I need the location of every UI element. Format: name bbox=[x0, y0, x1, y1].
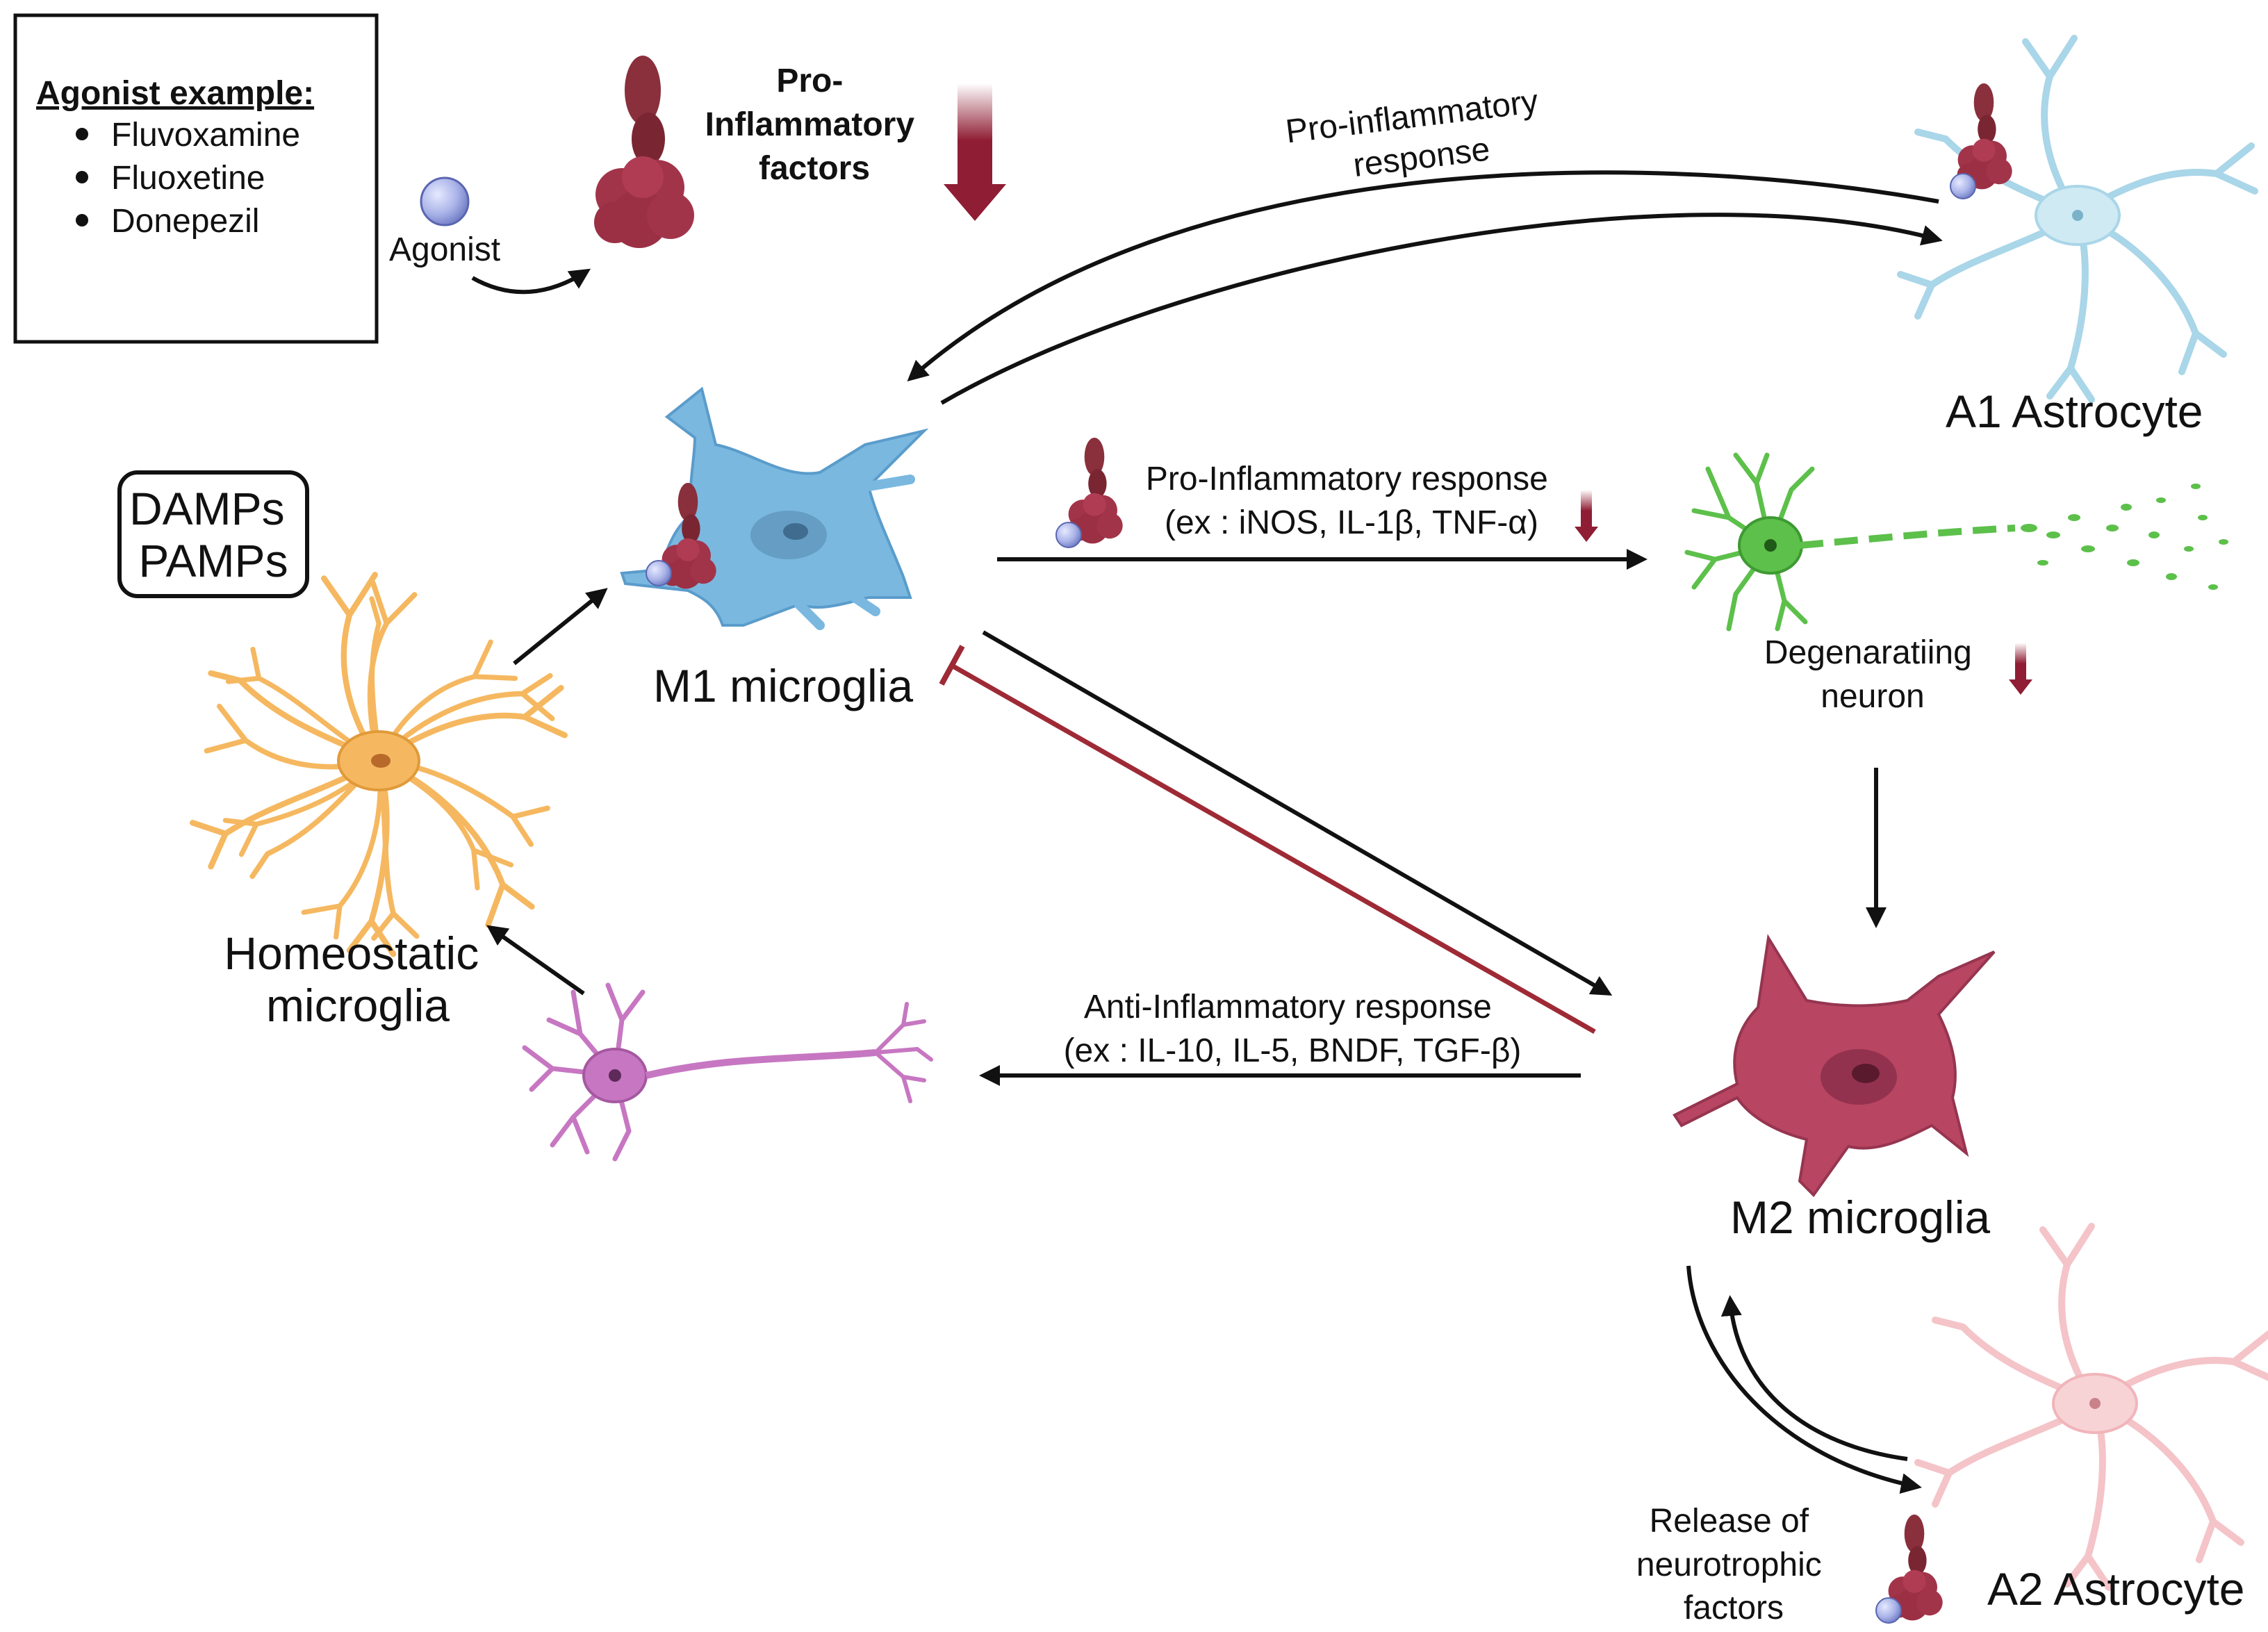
homeostatic-to-m1-arrow bbox=[513, 588, 608, 666]
damps-label: DAMPs bbox=[129, 483, 285, 534]
svg-text:DAMPs PAMPs: DAMPs PAMPs bbox=[129, 483, 297, 586]
repairing-neuron-cell bbox=[522, 982, 933, 1162]
m1-to-m2-arrow bbox=[982, 630, 1613, 996]
decrease-arrow-icon bbox=[2009, 643, 2032, 695]
agonist-item: Fluoxetine bbox=[111, 160, 265, 197]
m1-to-a1-arrow bbox=[940, 213, 1943, 405]
agonist-item: Fluvoxamine bbox=[111, 117, 300, 154]
a1-to-m1-arrow bbox=[907, 170, 1939, 381]
anti-inflammatory-response-label: Anti-Inflammatory response (ex : IL-10, … bbox=[1064, 989, 1522, 1069]
degenerating-neuron-label: Degenaratiing neuron bbox=[1764, 634, 1981, 715]
agonist-label: Agonist bbox=[389, 231, 500, 268]
inhibition-bar-icon bbox=[939, 645, 965, 686]
pamps-label: PAMPs bbox=[138, 535, 288, 586]
a2-to-m2-arrow bbox=[1720, 1295, 1908, 1461]
a1-astrocyte-label: A1 Astrocyte bbox=[1946, 386, 2203, 437]
neuron-to-homeostatic-arrow bbox=[486, 925, 585, 996]
m2-inhibits-m1-line bbox=[951, 663, 1596, 1035]
agonist-box-title: Agonist example: bbox=[36, 75, 314, 112]
pro-inflammatory-response-mid-label: Pro-Inflammatory response (ex : iNOS, IL… bbox=[1146, 461, 1557, 541]
m1-microglia-cell bbox=[620, 386, 929, 630]
decrease-arrow-icon bbox=[944, 83, 1006, 221]
decrease-arrow-icon bbox=[1575, 490, 1598, 542]
agonist-item: Donepezil bbox=[111, 203, 259, 240]
agonist-sphere-icon bbox=[420, 176, 470, 226]
agonist-example-box: Agonist example: Fluvoxamine Fluoxetine … bbox=[13, 13, 379, 344]
m1-microglia-label: M1 microglia bbox=[653, 660, 913, 711]
neurotrophic-release-label: Release of neurotrophic factors bbox=[1636, 1503, 1831, 1626]
a2-astrocyte-label: A2 Astrocyte bbox=[1987, 1563, 2245, 1615]
receptor-icon bbox=[594, 56, 694, 248]
pro-inflammatory-factors-label: Pro- Inflammatory factors bbox=[705, 63, 924, 187]
degenerating-neuron-cell bbox=[1684, 452, 2228, 632]
damps-pamps-box: DAMPs PAMPs bbox=[117, 470, 309, 598]
homeostatic-microglia-label: Homeostatic microglia bbox=[224, 928, 491, 1031]
agonist-binding-arrow bbox=[471, 268, 591, 295]
m2-microglia-cell bbox=[1673, 934, 1996, 1198]
m2-microglia-label: M2 microglia bbox=[1730, 1192, 1990, 1243]
m2-to-a2-arrow bbox=[1686, 1265, 1922, 1494]
